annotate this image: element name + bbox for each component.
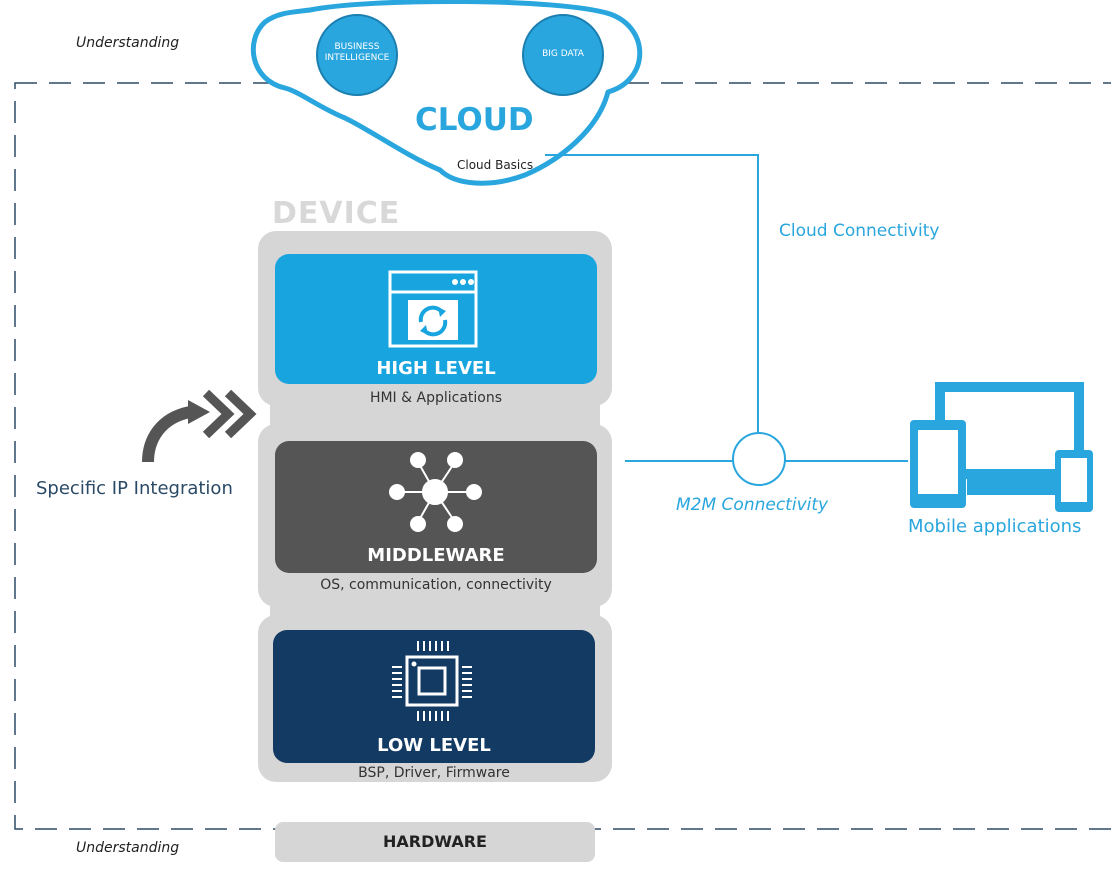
cloud-connectivity-label: Cloud Connectivity [779,221,940,241]
m2m-connectivity-label: M2M Connectivity [676,495,829,515]
device-title: DEVICE [272,196,401,231]
integration-arrow-icon [142,389,257,463]
hardware-box: HARDWARE [275,822,595,862]
big-data-bubble [522,14,604,96]
chip-icon [392,641,472,721]
mobile-devices-icon [910,382,1093,512]
device-join-1 [270,395,600,435]
low-level-subtitle: BSP, Driver, Firmware [358,765,510,781]
high-level-subtitle: HMI & Applications [369,390,503,406]
understanding-bottom-label: Understanding [76,840,180,856]
business-intelligence-bubble [316,14,398,96]
low-level-title-wrap: LOW LEVEL [273,735,595,756]
high-level-title-wrap: HIGH LEVEL [275,358,597,379]
bubble1-line1: BUSINESS [334,42,380,52]
network-hub-icon [389,452,482,532]
cloud-subtitle: Cloud Basics [457,158,534,172]
low-level-sub-wrap: BSP, Driver, Firmware [273,765,595,781]
app-window-icon [388,270,478,348]
big-data-label: BIG DATA [542,49,584,59]
specific-ip-label: Specific IP Integration [36,478,233,499]
middleware-title-wrap: MIDDLEWARE [275,545,597,566]
business-intelligence-label: BUSINESS INTELLIGENCE [320,42,394,64]
bubble1-line2: INTELLIGENCE [324,53,390,63]
middleware-sub-wrap: OS, communication, connectivity [275,577,597,593]
middleware-box [275,441,597,573]
high-level-sub-wrap: HMI & Applications [275,390,597,406]
cloud-title: CLOUD [415,102,534,138]
device-join-2 [270,598,600,626]
middleware-subtitle: OS, communication, connectivity [320,577,552,593]
mobile-applications-label: Mobile applications [908,516,1082,537]
low-level-box [273,630,595,763]
low-level-title: LOW LEVEL [377,735,491,756]
high-level-title: HIGH LEVEL [376,358,496,379]
connectivity-lines [545,154,908,486]
middleware-title: MIDDLEWARE [367,545,505,566]
understanding-top-label: Understanding [76,35,180,51]
